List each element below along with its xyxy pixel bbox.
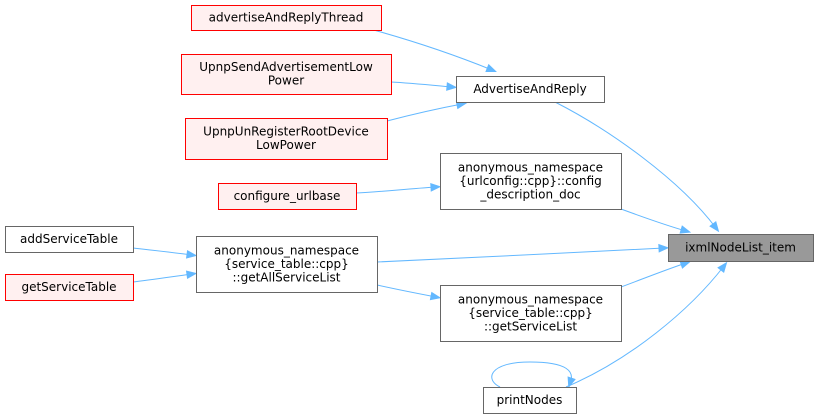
- node-label-line: configure_urlbase: [234, 189, 341, 203]
- node-label-line: ::getServiceList: [484, 319, 577, 333]
- node-label-line: anonymous_namespace: [458, 292, 603, 306]
- edge-printNodes-to-printNodes: [491, 361, 576, 389]
- node-label-line: _description_doc: [479, 187, 580, 201]
- edge-getServiceList-to-ixmlNodeList_item: [620, 260, 692, 288]
- node-label-line: anonymous_namespace: [458, 160, 603, 174]
- edge-line: [376, 284, 437, 298]
- node-AdvertiseAndReply[interactable]: AdvertiseAndReply: [456, 76, 605, 103]
- node-box[interactable]: [196, 236, 378, 293]
- node-box[interactable]: [440, 285, 622, 342]
- node-box[interactable]: [5, 274, 134, 301]
- arrowhead-icon: [658, 243, 670, 253]
- node-box[interactable]: [5, 226, 134, 253]
- node-config_description_doc[interactable]: anonymous_namespace{urlconfig::cpp}::con…: [440, 153, 622, 210]
- node-configure_urlbase[interactable]: configure_urlbase: [218, 183, 357, 210]
- node-label-line: Power: [268, 74, 304, 88]
- arrowhead-icon: [185, 270, 198, 280]
- edge-line: [376, 247, 665, 263]
- node-label-line: UpnpSendAdvertisementLow: [199, 60, 373, 74]
- edge-AdvertiseAndReply-to-ixmlNodeList_item: [554, 101, 720, 233]
- edge-config_description_doc-to-ixmlNodeList_item: [620, 208, 692, 234]
- node-label-line: ::getAllServiceList: [233, 270, 341, 284]
- arrowhead-icon: [717, 261, 728, 274]
- node-box[interactable]: [181, 54, 392, 95]
- node-label-line: {service_table::cpp}: [224, 257, 349, 271]
- edge-line: [390, 81, 453, 88]
- edge-line: [620, 262, 687, 288]
- node-label-line: getServiceTable: [21, 280, 116, 294]
- node-getServiceTable[interactable]: getServiceTable: [5, 274, 134, 301]
- arrowhead-icon: [446, 82, 458, 91]
- edge-addServiceTable-to-getAllServiceList: [132, 247, 198, 259]
- node-label-line: UpnpUnRegisterRootDevice: [203, 125, 369, 139]
- edge-advertiseAndReplyThread-to-AdvertiseAndReply: [369, 28, 497, 72]
- node-label-line: addServiceTable: [20, 232, 118, 246]
- edge-line: [132, 273, 193, 283]
- node-label-line: printNodes: [497, 393, 563, 407]
- edge-getAllServiceList-to-getServiceList: [376, 284, 442, 301]
- node-printNodes[interactable]: printNodes: [483, 387, 577, 414]
- node-box[interactable]: [483, 387, 577, 414]
- edge-getServiceTable-to-getAllServiceList: [132, 270, 198, 283]
- arrowhead-icon: [679, 225, 692, 234]
- node-getAllServiceList[interactable]: anonymous_namespace{service_table::cpp}:…: [196, 236, 378, 293]
- edge-configure_urlbase-to-config_description_doc: [355, 183, 442, 194]
- edge-line: [565, 265, 725, 388]
- edge-line: [554, 101, 717, 229]
- arrowhead-icon: [185, 249, 198, 259]
- edge-line: [386, 103, 463, 122]
- node-label-line: advertiseAndReplyThread: [209, 10, 364, 24]
- node-box[interactable]: [668, 234, 814, 262]
- edge-UpnpSendAdvertisementLowPower-to-AdvertiseAndReply: [390, 81, 458, 91]
- edge-line: [491, 361, 572, 388]
- node-box[interactable]: [185, 118, 388, 160]
- node-label-line: AdvertiseAndReply: [473, 82, 586, 96]
- node-label-line: {urlconfig::cpp}::config: [459, 174, 602, 188]
- edge-line: [620, 208, 687, 232]
- node-box[interactable]: [440, 153, 622, 210]
- node-label-line: {service_table::cpp}: [468, 306, 593, 320]
- edge-line: [132, 247, 193, 256]
- edge-printNodes-to-ixmlNodeList_item: [565, 261, 728, 388]
- edge-getAllServiceList-to-ixmlNodeList_item: [376, 243, 670, 263]
- node-getServiceList[interactable]: anonymous_namespace{service_table::cpp}:…: [440, 285, 622, 342]
- edges-layer: [132, 28, 728, 389]
- node-label-line: ixmlNodeList_item: [685, 240, 796, 254]
- edge-UpnpUnRegisterRootDeviceLowPower-to-AdvertiseAndReply: [386, 100, 468, 122]
- node-label-line: LowPower: [256, 138, 316, 152]
- arrowhead-icon: [485, 63, 497, 72]
- node-ixmlNodeList_item[interactable]: ixmlNodeList_item: [668, 234, 814, 262]
- arrowhead-icon: [679, 260, 692, 269]
- nodes-layer: ixmlNodeList_item AdvertiseAndReply advert…: [5, 5, 814, 414]
- arrowhead-icon: [567, 376, 576, 389]
- node-box[interactable]: [191, 5, 382, 31]
- edge-line: [369, 28, 493, 71]
- arrowhead-icon: [429, 291, 442, 301]
- arrowhead-icon: [430, 183, 442, 192]
- node-addServiceTable[interactable]: addServiceTable: [5, 226, 134, 253]
- edge-line: [355, 186, 437, 194]
- node-box[interactable]: [456, 76, 605, 103]
- node-box[interactable]: [218, 183, 357, 210]
- arrowhead-icon: [709, 220, 720, 233]
- node-label-line: anonymous_namespace: [214, 243, 359, 257]
- node-advertiseAndReplyThread[interactable]: advertiseAndReplyThread: [191, 5, 382, 31]
